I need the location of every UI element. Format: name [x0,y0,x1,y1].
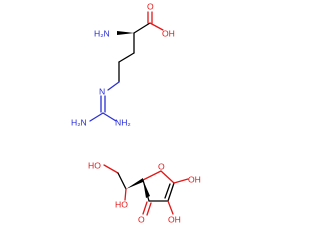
enol-hydroxyl-bottom-label: OH [168,214,181,224]
hydroxyl-top-left-label: HO [88,160,101,170]
bond-ch2-choh [117,172,127,190]
bond-calpha-ccarboxyl [133,22,151,34]
guanidine-amine-right-label: NH₂ [115,117,131,127]
ring-oxygen-label: O [158,161,165,171]
arginine-structure: H₂N OH O N H₂N NH₂ [71,1,175,127]
bond-ho-ch2 [103,164,119,174]
bond-choh-oh [124,188,127,201]
bond-c1-c2-double [164,183,171,199]
enol-hydroxyl-top-label: OH [188,174,201,184]
bond-cguan-nh2-right [102,112,117,122]
bond-c1-c2 [167,182,175,202]
bond-cbeta-cgamma [118,52,135,63]
bond-cguan-nh2-left [89,112,104,122]
acid-hydroxyl-label: OH [162,28,175,38]
bond-c4-ring-o [142,170,162,181]
stereo-wedge-side-chain [126,178,143,189]
bond-c3-c4 [142,179,150,202]
amine-label: H₂N [94,28,110,38]
bond-c1-oh [173,178,189,184]
bond-cdelta-n [107,81,120,91]
bond-c2-oh [167,200,174,215]
chemical-structure-diagram: H₂N OH O N H₂N NH₂ HO HO O OH OH O [71,1,201,224]
bond-c3-keto-1 [142,201,148,215]
bond-ring-o-c1 [160,170,175,184]
acid-carbonyl-label: O [147,1,154,11]
hydroxyl-side-label: HO [115,199,128,209]
guanidine-amine-left-label: H₂N [71,117,87,127]
ketone-oxygen-label: O [138,214,145,224]
bond-c3-keto-2 [146,202,152,216]
stereo-wedge-amine [117,31,134,35]
imine-nitrogen-label: N [99,86,105,96]
ascorbic-acid-structure: HO HO O OH OH O [88,160,201,224]
bond-c-oh [149,22,164,31]
